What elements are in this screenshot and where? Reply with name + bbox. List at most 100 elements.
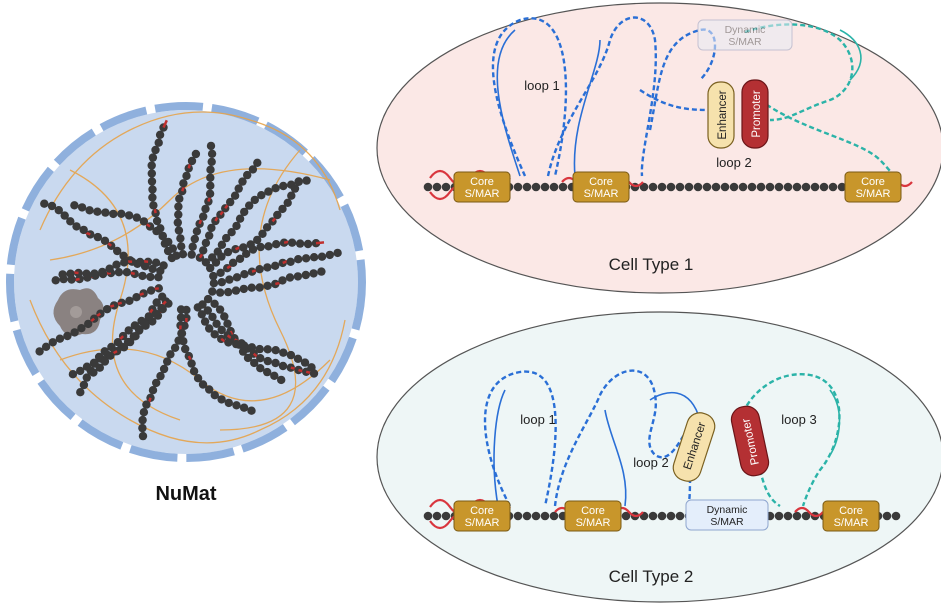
chromatin-bead — [179, 179, 187, 187]
numat-label: NuMat — [155, 483, 216, 505]
svg-text:S/MAR: S/MAR — [465, 517, 500, 529]
svg-text:Core: Core — [589, 176, 613, 188]
chromatin-bead — [318, 253, 326, 261]
chromatin-bead — [138, 416, 146, 424]
core-smar-1b: Core S/MAR — [573, 172, 629, 202]
nucleosome-bead — [793, 512, 802, 521]
cell-type-2-title: Cell Type 2 — [609, 567, 694, 586]
nucleosome-bead — [559, 183, 568, 192]
chromatin-bead — [153, 217, 161, 225]
chromatin-bead — [177, 329, 185, 337]
nucleosome-bead — [721, 183, 730, 192]
dynamic-smar-2: Dynamic S/MAR — [686, 500, 768, 530]
svg-text:Core: Core — [581, 505, 605, 517]
chromatin-bead — [256, 283, 264, 291]
chromatin-bead — [191, 235, 199, 243]
nucleosome-bead — [748, 183, 757, 192]
chromatin-bead — [256, 243, 264, 251]
chromatin-bead — [147, 286, 155, 294]
chromatin-bead — [166, 350, 174, 358]
chromatin-bead — [160, 365, 168, 373]
svg-text:Core: Core — [839, 505, 863, 517]
nucleosome-bead — [676, 512, 685, 521]
chromatin-bead — [207, 142, 215, 150]
nucleosome-bead — [523, 183, 532, 192]
nucleosome-bead — [730, 183, 739, 192]
chromatin-bead — [80, 226, 88, 234]
chromatin-bead — [208, 287, 216, 295]
svg-text:Core: Core — [861, 176, 885, 188]
chromatin-bead — [248, 284, 256, 292]
nucleosome-bead — [775, 183, 784, 192]
nucleosome-bead — [433, 183, 442, 192]
cell-type-2-panel: Enhancer Promoter Dynamic S/MAR Core S/M… — [377, 312, 941, 602]
chromatin-bead — [233, 273, 241, 281]
chromatin-bead — [287, 192, 295, 200]
chromatin-bead — [138, 272, 146, 280]
dynamic-smar-1-line1: Dynamic — [725, 24, 766, 36]
chromatin-bead — [82, 270, 90, 278]
chromatin-bead — [192, 150, 200, 158]
chromatin-bead — [310, 253, 318, 261]
chromatin-bead — [40, 200, 48, 208]
chromatin-bead — [232, 340, 240, 348]
chromatin-bead — [240, 341, 248, 349]
chromatin-bead — [89, 368, 97, 376]
dynamic-smar-1-line2: S/MAR — [728, 36, 762, 48]
nucleosome-bead — [514, 512, 523, 521]
cell1-loop2-label: loop 2 — [716, 155, 751, 170]
svg-text:S/MAR: S/MAR — [465, 188, 500, 200]
chromatin-bead — [263, 263, 271, 271]
chromatin-bead — [76, 388, 84, 396]
chromatin-bead — [136, 258, 144, 266]
chromatin-bead — [272, 240, 280, 248]
nucleosome-bead — [703, 183, 712, 192]
chromatin-bead — [253, 159, 261, 167]
chromatin-bead — [198, 310, 206, 318]
chromatin-bead — [271, 184, 279, 192]
chromatin-bead — [225, 275, 233, 283]
chromatin-bead — [78, 203, 86, 211]
svg-text:Core: Core — [470, 176, 494, 188]
chromatin-bead — [263, 368, 271, 376]
chromatin-bead — [188, 250, 196, 258]
chromatin-bead — [148, 169, 156, 177]
nucleosome-bead — [775, 512, 784, 521]
chromatin-bead — [93, 208, 101, 216]
chromatin-bead — [83, 373, 91, 381]
promoter-1: Promoter — [742, 80, 768, 148]
chromatin-bead — [66, 270, 74, 278]
cell1-loop1-label: loop 1 — [524, 78, 559, 93]
chromatin-bead — [232, 401, 240, 409]
chromatin-bead — [218, 278, 226, 286]
chromatin-bead — [101, 208, 109, 216]
chromatin-bead — [286, 258, 294, 266]
chromatin-bead — [148, 177, 156, 185]
svg-text:S/MAR: S/MAR — [576, 517, 611, 529]
chromatin-bead — [205, 231, 213, 239]
chromatin-bead — [302, 254, 310, 262]
chromatin-bead — [199, 246, 207, 254]
chromatin-bead — [278, 276, 286, 284]
nucleosome-bead — [667, 512, 676, 521]
chromatin-bead — [105, 265, 113, 273]
chromatin-bead — [288, 239, 296, 247]
chromatin-bead — [304, 240, 312, 248]
nucleosome-bead — [658, 512, 667, 521]
chromatin-bead — [249, 245, 257, 253]
nucleosome-bead — [784, 183, 793, 192]
chromatin-bead — [271, 359, 279, 367]
chromatin-bead — [199, 212, 207, 220]
chromatin-bead — [152, 379, 160, 387]
chromatin-bead — [52, 276, 60, 284]
chromatin-bead — [138, 424, 146, 432]
chromatin-bead — [279, 362, 287, 370]
chromatin-bead — [152, 259, 160, 267]
chromatin-bead — [291, 184, 299, 192]
chromatin-bead — [210, 279, 218, 287]
chromatin-bead — [69, 370, 77, 378]
chromatin-bead — [333, 249, 341, 257]
chromatin-bead — [98, 268, 106, 276]
